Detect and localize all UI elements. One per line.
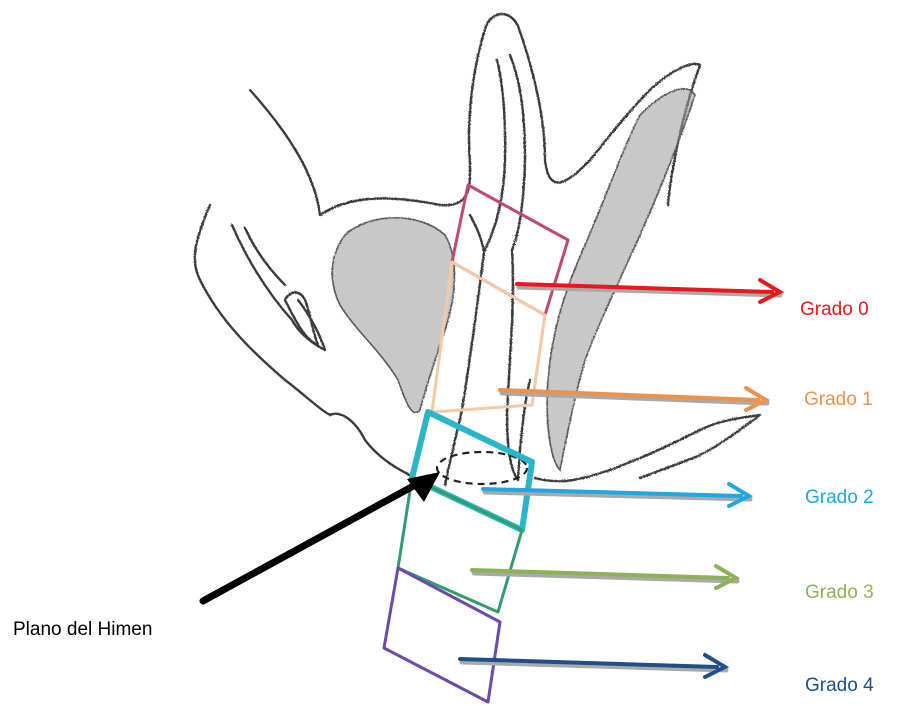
grade-3-arrow xyxy=(472,566,737,588)
lower-body-contour xyxy=(195,205,760,481)
rectum-shaded xyxy=(547,89,695,470)
left-organ xyxy=(232,225,325,350)
grade-3-label: Grado 3 xyxy=(805,583,874,602)
grade-4-arrow xyxy=(460,655,726,677)
grade-arrows xyxy=(460,280,780,677)
grade-4-label: Grado 4 xyxy=(805,676,874,695)
cervix-inner xyxy=(510,55,525,250)
grade-1-arrow xyxy=(500,388,767,410)
grade-0-arrow xyxy=(517,280,780,302)
grade-1-label: Grado 1 xyxy=(804,390,873,409)
hymen-plane-label: Plano del Himen xyxy=(13,620,152,639)
grade-0-label: Grado 0 xyxy=(800,300,869,319)
hymen-pointer-arrow xyxy=(203,472,440,601)
anatomy-outline xyxy=(195,14,760,485)
grade-2-label: Grado 2 xyxy=(805,488,874,507)
cervix-loop xyxy=(470,60,505,252)
